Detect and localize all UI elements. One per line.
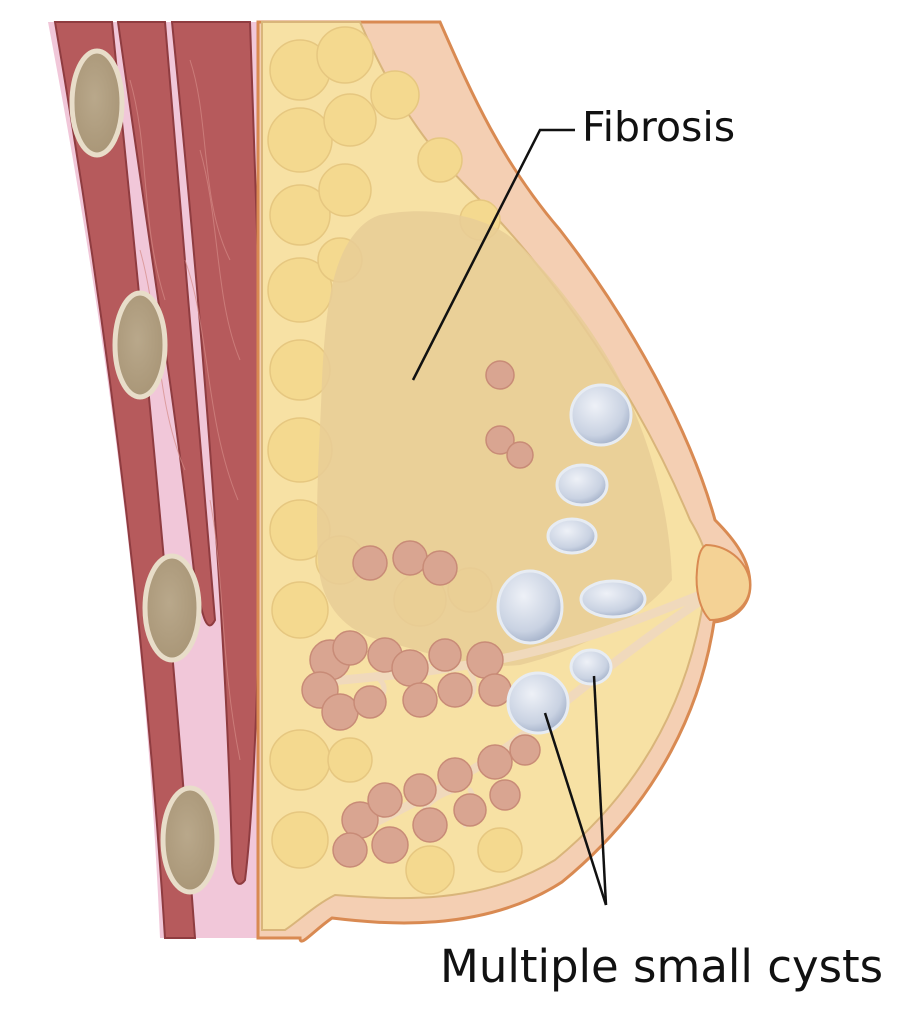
cyst: [506, 671, 570, 735]
cyst: [546, 517, 598, 555]
rib: [142, 553, 202, 663]
cyst: [496, 569, 564, 645]
cyst: [579, 579, 647, 619]
pectoralis-minor: [116, 21, 217, 627]
cyst-leader-line: [543, 712, 608, 906]
glandular-lobules: [301, 360, 541, 868]
cyst: [569, 648, 613, 686]
cyst: [555, 463, 609, 507]
nipple: [695, 543, 752, 622]
rib: [160, 785, 220, 895]
chest-wall: [48, 21, 270, 939]
intercostal-muscle: [53, 21, 197, 939]
cyst: [569, 383, 633, 447]
rib: [112, 290, 168, 400]
cyst-leader-line: [592, 675, 608, 906]
rib: [69, 48, 125, 158]
cysts: [496, 383, 647, 735]
multiple-small-cysts-label: Multiple small cysts: [440, 940, 884, 993]
leader-lines: [411, 128, 608, 906]
fibrosis-leader-line: [411, 128, 575, 381]
fibrosis-label: Fibrosis: [582, 103, 736, 151]
